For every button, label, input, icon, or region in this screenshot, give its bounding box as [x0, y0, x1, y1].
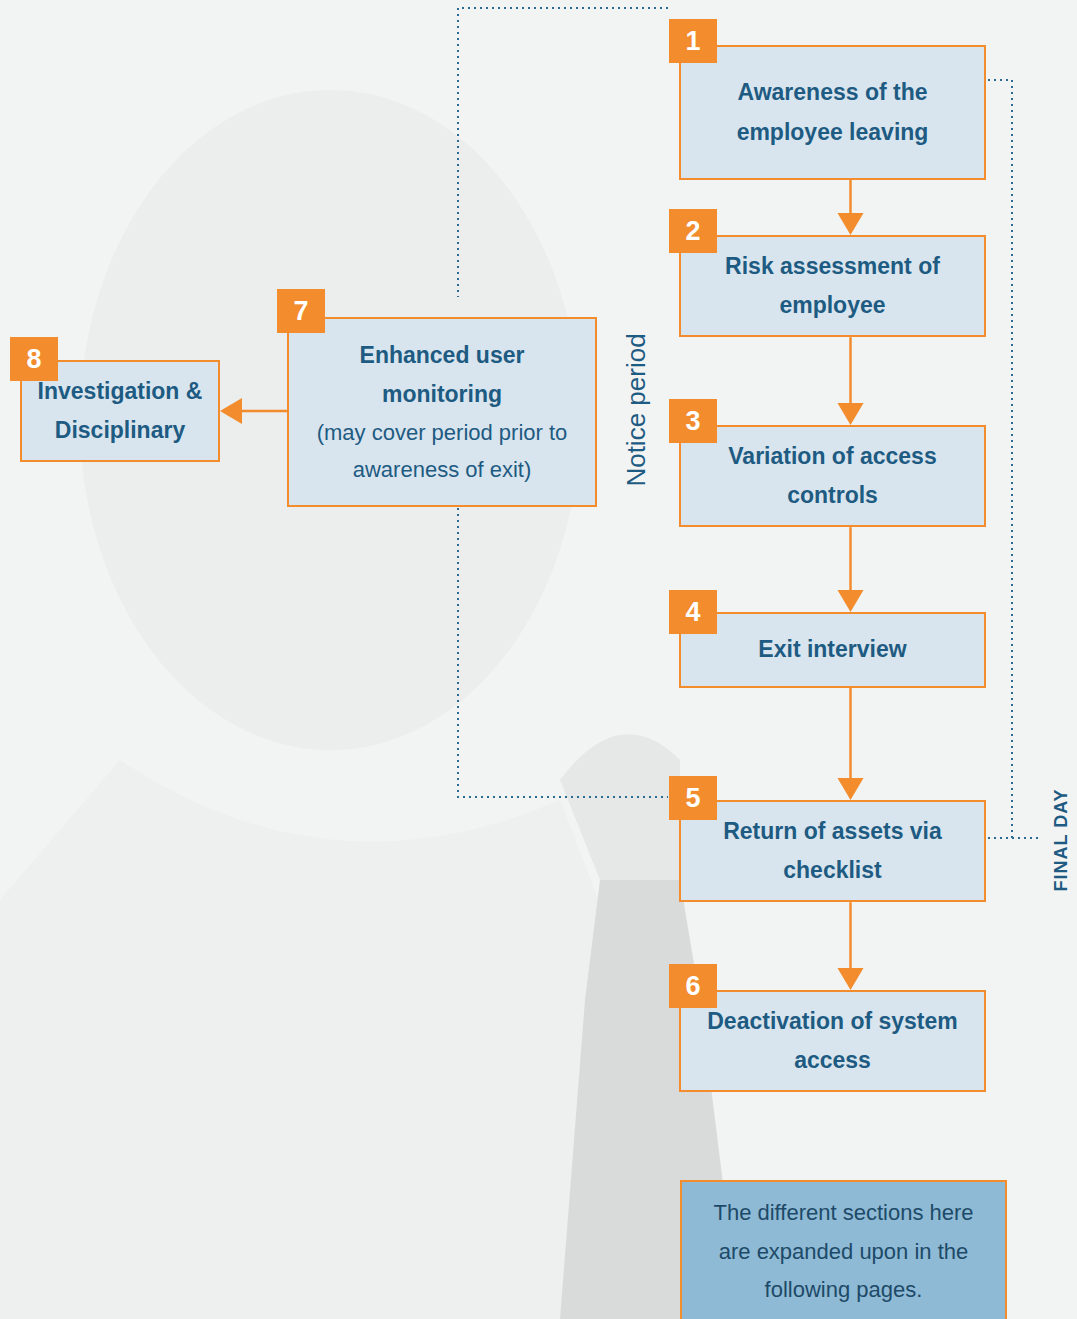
step-number: 4 — [669, 590, 717, 634]
flow-arrow — [838, 180, 864, 235]
process-box: 5Return of assets via checklist — [679, 800, 986, 902]
process-box: 8Investigation & Disciplinary — [20, 360, 220, 462]
box-title: Investigation & Disciplinary — [36, 372, 204, 450]
flow-arrow — [838, 688, 864, 800]
flow-arrow — [838, 902, 864, 990]
box-title: Enhanced user monitoring — [303, 336, 581, 414]
box-title: Exit interview — [758, 630, 906, 669]
step-number: 6 — [669, 964, 717, 1008]
flow-arrow — [838, 527, 864, 612]
step-number: 8 — [10, 337, 58, 381]
note-box: The different sections here are expanded… — [680, 1180, 1007, 1319]
step-number: 5 — [669, 776, 717, 820]
step-number: 7 — [277, 289, 325, 333]
box-title: Return of assets via checklist — [695, 812, 970, 890]
box-title: Risk assessment of employee — [695, 247, 970, 325]
flow-arrow — [220, 398, 287, 424]
step-number: 3 — [669, 399, 717, 443]
step-number: 2 — [669, 209, 717, 253]
process-box: 3Variation of access controls — [679, 425, 986, 527]
box-title: Awareness of the employee leaving — [695, 73, 970, 151]
final-day-label: FINAL DAY — [1051, 788, 1072, 891]
process-box: 7Enhanced user monitoring(may cover peri… — [287, 317, 597, 507]
process-box: 1Awareness of the employee leaving — [679, 45, 986, 180]
box-title: Deactivation of system access — [695, 1002, 970, 1080]
notice-period-label: Notice period — [621, 333, 652, 486]
box-body: (may cover period prior to awareness of … — [303, 414, 581, 489]
flow-arrow — [838, 337, 864, 425]
process-box: 6Deactivation of system access — [679, 990, 986, 1092]
note-text: The different sections here are expanded… — [698, 1194, 989, 1310]
box-title: Variation of access controls — [695, 437, 970, 515]
process-box: 4Exit interview — [679, 612, 986, 688]
process-box: 2Risk assessment of employee — [679, 235, 986, 337]
step-number: 1 — [669, 19, 717, 63]
